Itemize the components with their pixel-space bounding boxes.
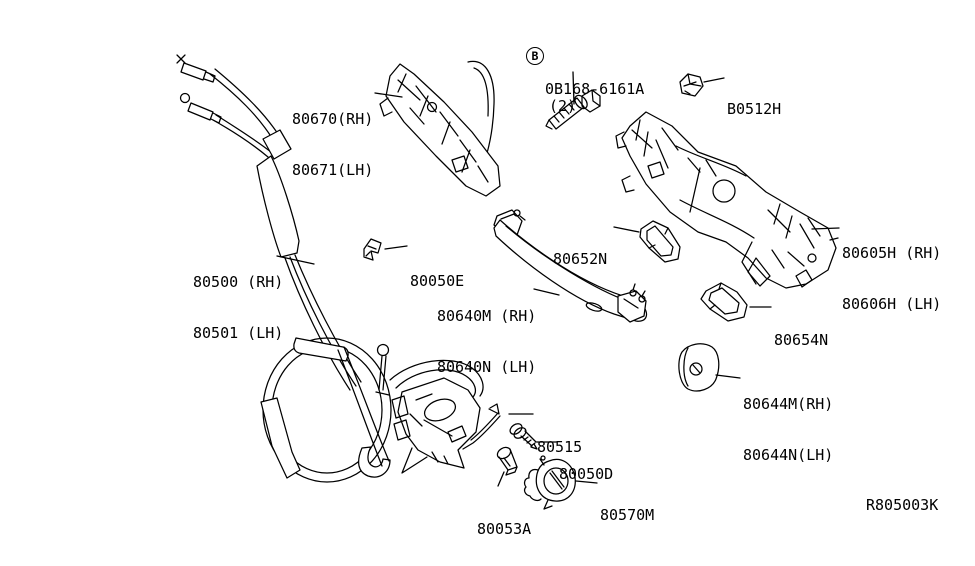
- part-number: 80640M (RH): [437, 307, 537, 325]
- callout-bolt[interactable]: 0B168-6161A: [545, 47, 644, 132]
- outside-handle-drawing: [494, 210, 647, 322]
- escutcheon-cap-drawing: [679, 344, 719, 391]
- lock-rod-drawing: [463, 404, 500, 449]
- callout-cable[interactable]: 80500 (RH) 80501 (LH): [193, 240, 283, 376]
- leader-lines: [277, 72, 839, 486]
- part-number: 80644N(LH): [743, 446, 834, 464]
- callout-clip-b0512h[interactable]: B0512H: [727, 67, 781, 152]
- callout-clip-80053a[interactable]: 80053A: [477, 487, 531, 566]
- part-number: 80606H (LH): [842, 295, 942, 313]
- part-number: 80654N: [774, 331, 829, 349]
- front-handle-bracket-drawing: [380, 61, 500, 196]
- callout-screw-80050d[interactable]: 80050D: [559, 432, 613, 517]
- diagram-ref-code: R805003K: [866, 496, 939, 514]
- part-number: 80644M(RH): [743, 395, 834, 413]
- part-number: 80670(RH): [292, 110, 374, 128]
- part-number: 80605H (RH): [842, 244, 942, 262]
- callout-rear-gasket[interactable]: 80654N: [774, 298, 828, 383]
- part-qty: (2): [549, 97, 577, 115]
- part-number: 80501 (LH): [193, 324, 284, 342]
- part-number: B0512H: [727, 100, 782, 118]
- callout-bolt-qty: (2): [549, 64, 585, 149]
- part-number: 80500 (RH): [193, 273, 284, 291]
- callout-escutcheon[interactable]: 80644M(RH) 80644N(LH): [743, 362, 833, 498]
- clip-80053a-drawing: [495, 445, 517, 475]
- door-cable-drawing: [177, 55, 391, 482]
- clip-b0512h-drawing: [680, 74, 703, 96]
- rear-handle-bracket-drawing: [616, 112, 838, 288]
- part-number: 80515: [537, 438, 583, 456]
- part-number: 80652N: [553, 250, 608, 268]
- screw-80050d-drawing: [508, 422, 537, 449]
- part-number: 80050D: [559, 465, 614, 483]
- callout-outside-handle[interactable]: 80640M (RH) 80640N (LH): [437, 274, 536, 410]
- callout-rear-bracket[interactable]: 80605H (RH) 80606H (LH): [842, 211, 941, 347]
- part-number: 80570M: [600, 506, 655, 524]
- part-number: 80671(LH): [292, 161, 374, 179]
- part-number: 80053A: [477, 520, 532, 538]
- clip-80050e-drawing: [364, 239, 381, 260]
- rear-gasket-drawing: [701, 283, 747, 321]
- callout-clip-80050e[interactable]: 80050E: [410, 239, 464, 324]
- front-gasket-drawing: [640, 221, 680, 262]
- bolt-badge: B: [526, 47, 544, 65]
- part-number: 0B168-6161A: [545, 80, 645, 98]
- callout-lock-rod[interactable]: 80515: [537, 405, 582, 490]
- part-number: 80640N (LH): [437, 358, 537, 376]
- part-number: 80050E: [410, 272, 465, 290]
- callout-front-gasket[interactable]: 80652N: [553, 217, 607, 302]
- callout-front-bracket[interactable]: 80670(RH) 80671(LH): [292, 77, 373, 213]
- bolt-drawing: [546, 90, 600, 129]
- door-lock-actuator-drawing: [390, 360, 483, 473]
- callout-lock-cylinder[interactable]: 80570M: [600, 473, 654, 558]
- lock-cylinder-drawing: [525, 456, 576, 509]
